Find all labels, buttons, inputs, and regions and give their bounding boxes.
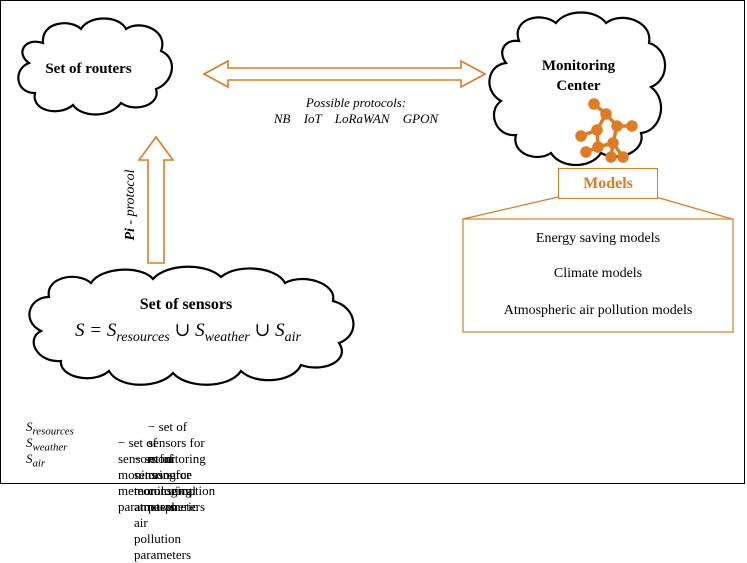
model-item-air-pollution: Atmospheric air pollution models xyxy=(503,303,693,318)
callout-line-left xyxy=(462,196,559,220)
model-item-climate: Climate models xyxy=(553,266,643,281)
model-item-energy: Energy saving models xyxy=(535,231,661,246)
legend-symbol-letter: S xyxy=(26,419,33,434)
models-tag: Models xyxy=(558,168,658,199)
pi-protocol-bold: Pi xyxy=(123,228,138,241)
monitoring-center-label: Monitoring Center xyxy=(516,56,641,96)
legend-symbol-letter: S xyxy=(26,451,33,466)
upward-arrow xyxy=(137,135,175,264)
routers-cloud xyxy=(17,17,173,116)
pi-protocol-label: Pi - protocol xyxy=(123,155,139,255)
routers-label: Set of routers xyxy=(45,61,132,77)
monitoring-center-label-line2: Center xyxy=(556,78,601,94)
legend-symbol-sub: air xyxy=(32,457,46,470)
callout-line-right xyxy=(655,196,733,220)
models-list-box xyxy=(462,218,734,333)
molecule-network-icon xyxy=(575,98,638,163)
sensors-cloud xyxy=(28,265,355,386)
monitoring-center-label-line1: Monitoring xyxy=(541,58,616,74)
sensors-label: Set of sensors xyxy=(139,296,233,313)
bidirectional-arrow xyxy=(202,59,487,89)
sensors-formula: S = Sresources ∪ Sweather ∪ Sair xyxy=(28,319,348,346)
diagram-graphics xyxy=(17,11,734,386)
legend-symbol: Sair xyxy=(26,451,45,472)
legend-description: − set of sensors for monitoring atmosphe… xyxy=(134,451,198,562)
protocols-list: NB IoT LoRaWAN GPON xyxy=(273,111,439,126)
legend-symbol: Sresources xyxy=(26,419,74,440)
legend-symbol-letter: S xyxy=(26,435,33,450)
legend-symbol-sub: resources xyxy=(32,425,74,438)
sensors-formula-text: S = Sresources ∪ Sweather ∪ Sair xyxy=(74,320,302,345)
legend-symbol-sub: weather xyxy=(32,441,68,454)
pi-protocol-rest: - protocol xyxy=(123,169,138,229)
legend-symbol: Sweather xyxy=(26,435,67,456)
protocols-title: Possible protocols: xyxy=(305,95,407,110)
